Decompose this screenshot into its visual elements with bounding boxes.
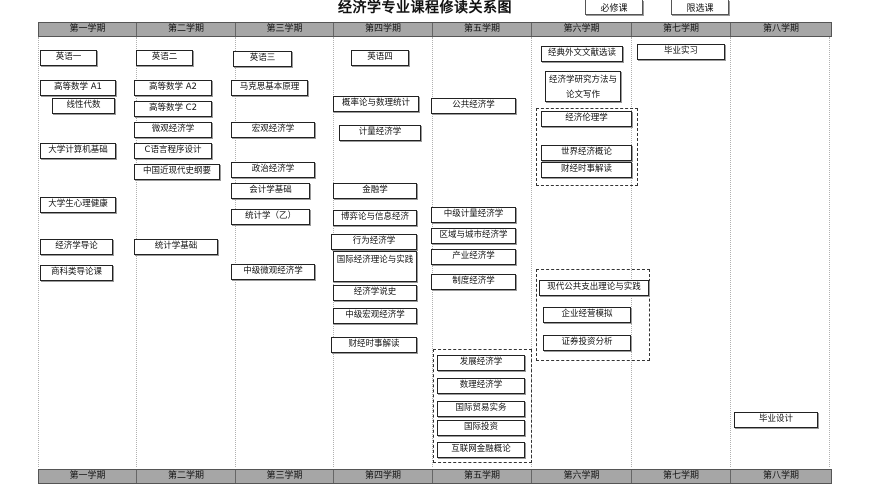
footer-sem-8: 第八学期 xyxy=(762,471,799,481)
course-box: 经济学说史 xyxy=(333,285,417,301)
footer-sem-7: 第七学期 xyxy=(632,470,731,483)
course-box: 数理经济学 xyxy=(437,378,525,394)
course-box: 商科类导论课 xyxy=(40,265,113,281)
semester-header-top: 第一学期 第二学期 第三学期 第四学期 第五学期 第六学期 第七学期 第八学期 xyxy=(38,22,832,37)
footer-sem-2: 第二学期 xyxy=(137,470,236,483)
course-box: 行为经济学 xyxy=(331,234,417,250)
course-box: 大学生心理健康 xyxy=(40,197,116,213)
course-box: 统计学基础 xyxy=(134,239,218,255)
course-box: 区域与城市经济学 xyxy=(431,228,516,244)
course-box: 经济学研究方法与论文写作 xyxy=(545,71,621,102)
course-box: 微观经济学 xyxy=(134,122,212,138)
elective-group-sem6-b xyxy=(536,269,650,361)
course-box: 宏观经济学 xyxy=(231,122,315,138)
footer-sem-6: 第六学期 xyxy=(532,470,632,483)
course-box: 高等数学 A2 xyxy=(134,80,212,96)
course-box: 世界经济概论 xyxy=(541,145,632,161)
header-sem-8: 第八学期 xyxy=(762,24,799,34)
course-box: 计量经济学 xyxy=(339,125,421,141)
course-box: 国际经济理论与实践 xyxy=(333,251,417,282)
course-box: 中级宏观经济学 xyxy=(333,308,417,324)
course-box: 现代公共支出理论与实践 xyxy=(539,280,649,296)
legend-required: 必修课 xyxy=(585,0,643,15)
course-box: 制度经济学 xyxy=(431,274,516,290)
course-box: 英语四 xyxy=(351,50,409,66)
course-box: 中级计量经济学 xyxy=(431,207,516,223)
course-box: 企业经营模拟 xyxy=(543,307,631,323)
course-box: 高等数学 C2 xyxy=(134,101,212,117)
course-box: 英语三 xyxy=(233,51,292,67)
course-box: 财经时事解读 xyxy=(331,337,417,353)
course-box: 会计学基础 xyxy=(231,183,310,199)
course-box: 经典外文文献选读 xyxy=(541,46,623,62)
course-box: 财经时事解读 xyxy=(541,162,632,178)
elective-group-sem6-a xyxy=(536,108,638,186)
course-box: 发展经济学 xyxy=(437,355,525,371)
legend-elective: 限选课 xyxy=(671,0,729,15)
course-box: 互联网金融概论 xyxy=(437,442,525,458)
page-title: 经济学专业课程修读关系图 xyxy=(338,0,512,16)
header-sem-3: 第三学期 xyxy=(236,23,334,36)
course-box: 证券投资分析 xyxy=(543,335,631,351)
course-box: 金融学 xyxy=(333,183,417,199)
course-box: 国际贸易实务 xyxy=(437,401,525,417)
course-box: 经济学导论 xyxy=(40,239,113,255)
elective-group-sem5 xyxy=(433,349,532,463)
course-box: C语言程序设计 xyxy=(134,143,212,159)
course-box: 概率论与数理统计 xyxy=(333,96,419,112)
course-box: 经济伦理学 xyxy=(541,111,632,127)
course-box: 英语二 xyxy=(136,50,193,66)
footer-sem-3: 第三学期 xyxy=(236,470,334,483)
course-box: 大学计算机基础 xyxy=(40,143,116,159)
semester-header-bottom: 第一学期 第二学期 第三学期 第四学期 第五学期 第六学期 第七学期 第八学期 xyxy=(38,469,832,484)
course-box: 博弈论与信息经济 xyxy=(333,210,417,226)
footer-sem-1: 第一学期 xyxy=(39,470,137,483)
header-sem-7: 第七学期 xyxy=(632,23,731,36)
footer-sem-5: 第五学期 xyxy=(433,470,532,483)
header-sem-6: 第六学期 xyxy=(532,23,632,36)
course-box: 公共经济学 xyxy=(431,98,516,114)
course-box: 中国近现代史纲要 xyxy=(134,164,220,180)
course-box: 毕业实习 xyxy=(637,44,725,60)
course-box: 中级微观经济学 xyxy=(231,264,315,280)
header-sem-1: 第一学期 xyxy=(39,23,137,36)
header-sem-4: 第四学期 xyxy=(334,23,433,36)
course-box: 产业经济学 xyxy=(431,249,516,265)
course-box: 毕业设计 xyxy=(734,412,818,428)
header-sem-2: 第二学期 xyxy=(137,23,236,36)
course-box: 英语一 xyxy=(40,50,97,66)
footer-sem-4: 第四学期 xyxy=(334,470,433,483)
course-box: 高等数学 A1 xyxy=(40,80,116,96)
course-box: 马克思基本原理 xyxy=(231,80,308,96)
course-box: 政治经济学 xyxy=(231,162,315,178)
course-box: 线性代数 xyxy=(52,98,115,114)
header-sem-5: 第五学期 xyxy=(433,23,532,36)
course-box: 统计学（乙） xyxy=(231,209,310,225)
course-box: 国际投资 xyxy=(437,420,525,436)
